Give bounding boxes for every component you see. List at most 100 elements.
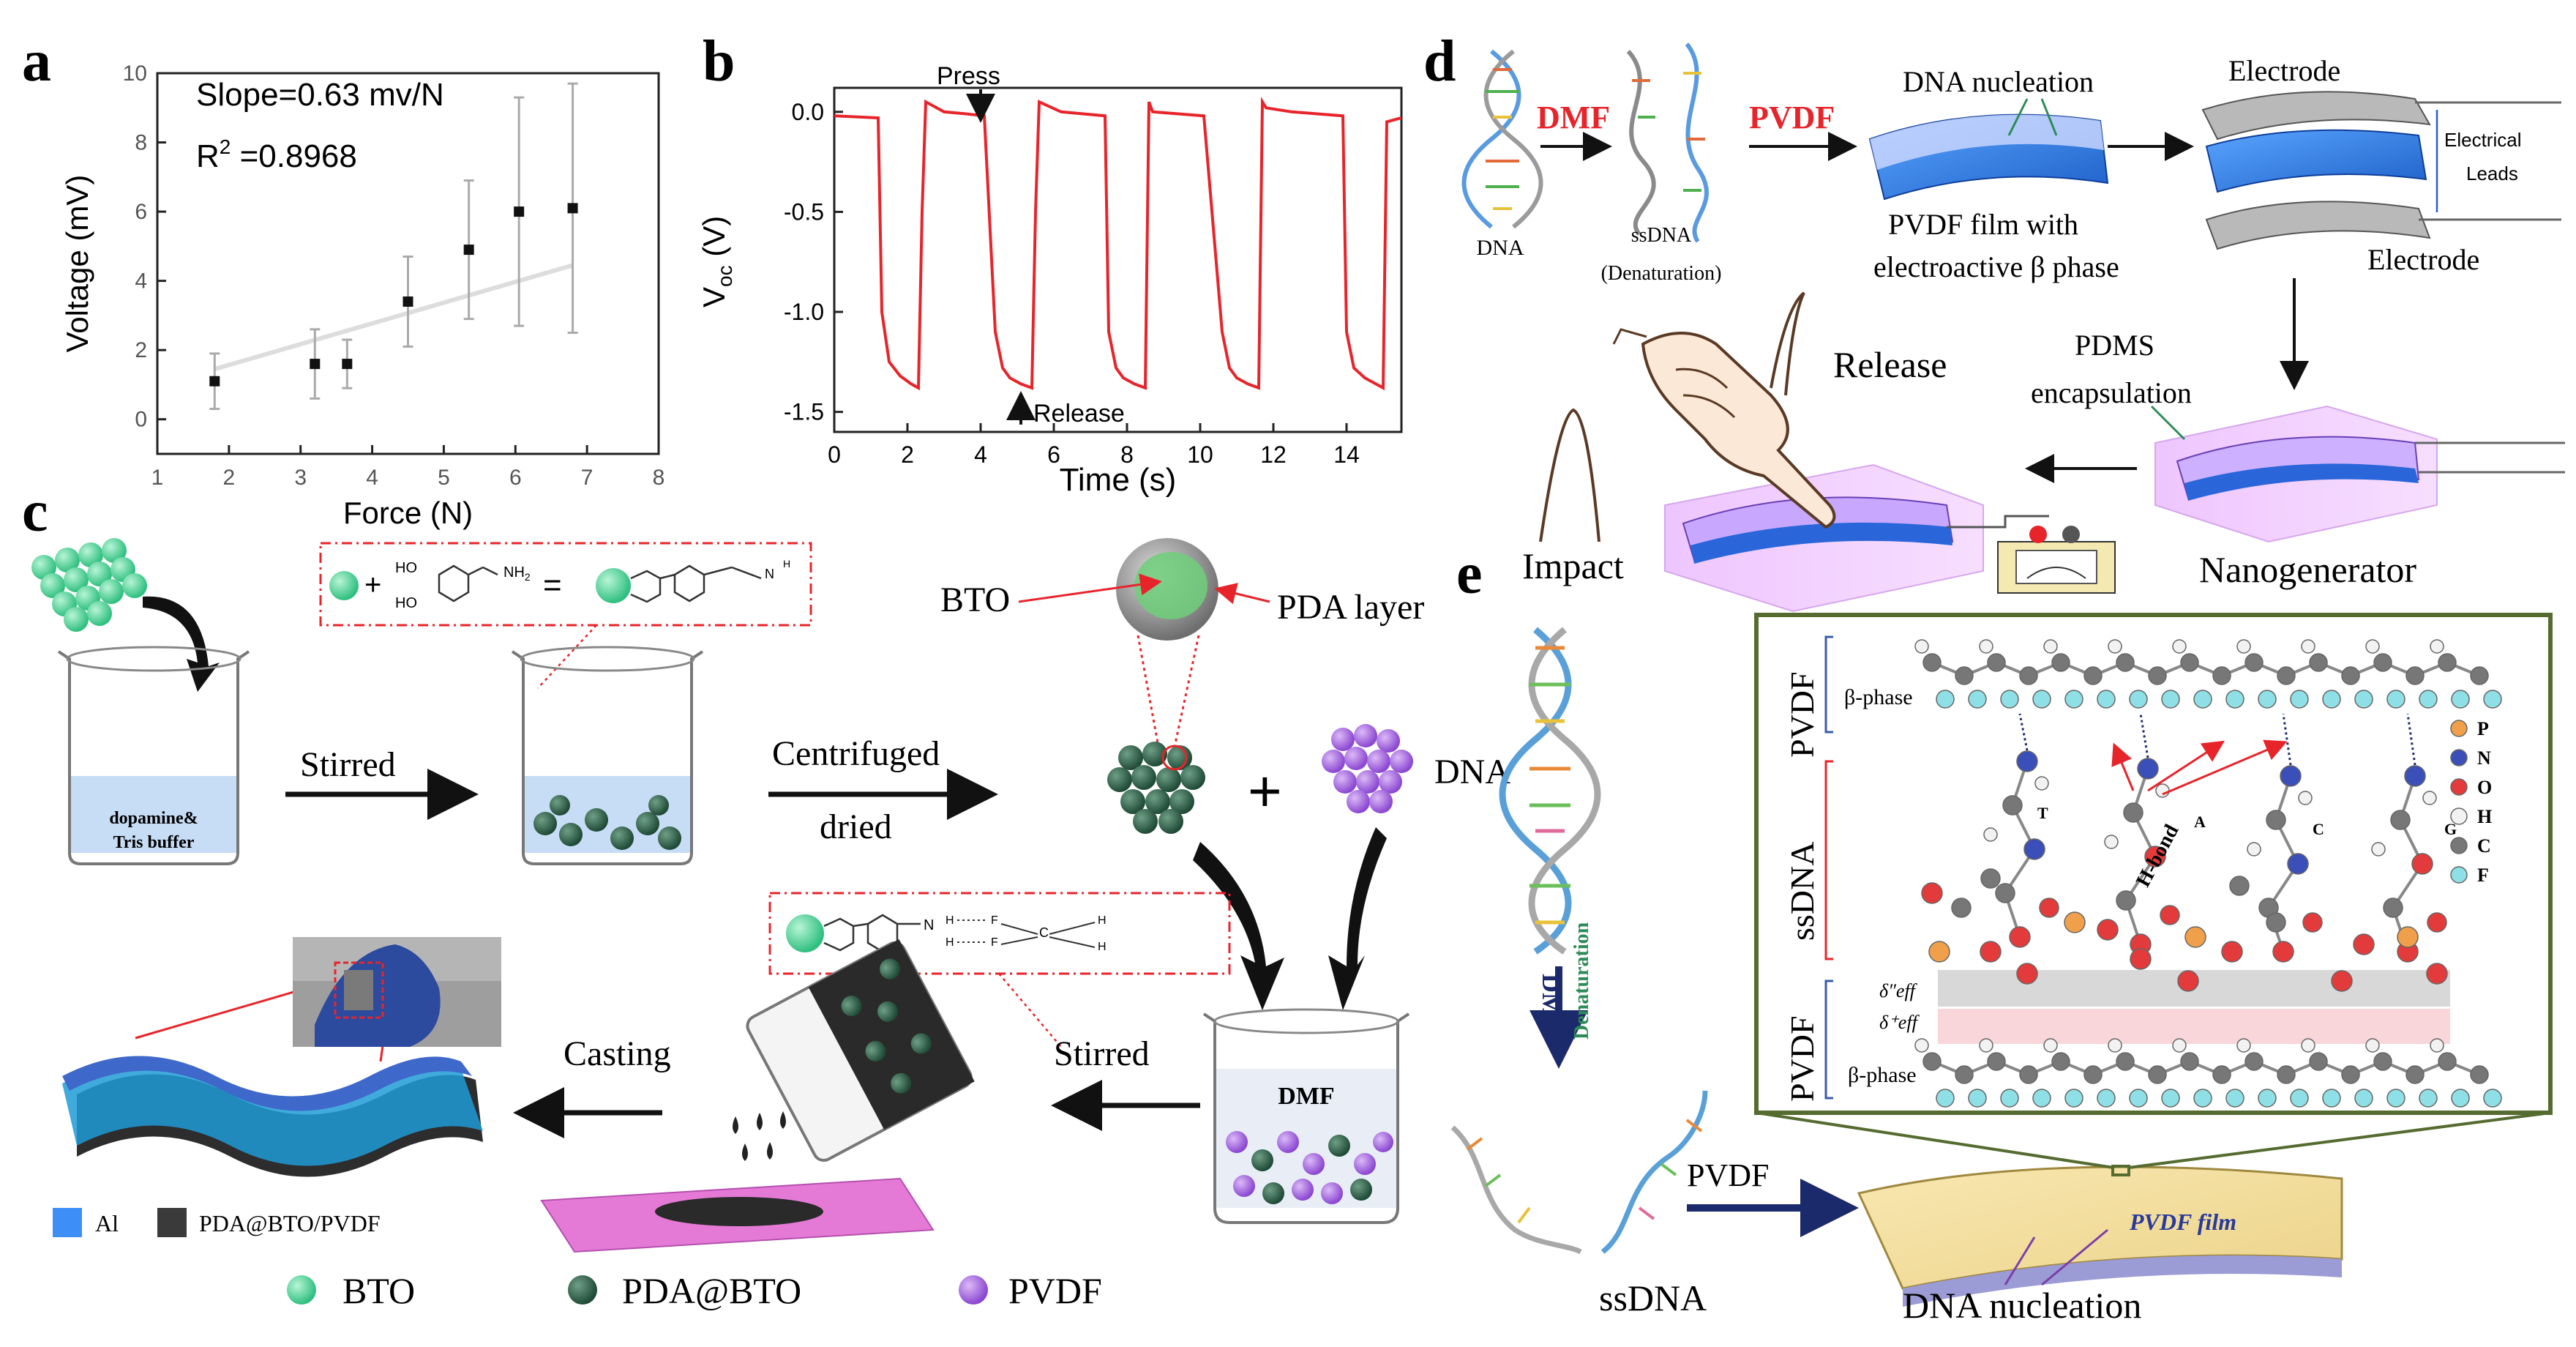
delta-bottom: δ⁺eff [1879,1012,1920,1033]
svg-text:H: H [1098,914,1107,927]
atom [2322,1089,2341,1108]
atom [2309,653,2328,672]
beaker1-label-line1: dopamine& [109,809,198,828]
atom [1955,666,1974,685]
atom [2470,1065,2489,1084]
dopamine-reaction-box [319,542,812,627]
atom [1914,639,1929,654]
atom [2272,941,2294,963]
legend-bto-icon [287,1275,316,1305]
atom [2129,690,2148,709]
atom [2108,1038,2122,1053]
atom [2225,1089,2244,1108]
hbond-dotted [2018,713,2029,751]
atom [2032,690,2051,709]
ssdna-label-d: ssDNA [1631,224,1692,247]
press-label: Press [937,62,1000,90]
inset-beta-bottom: β-phase [1848,1063,1917,1087]
atom [2277,1065,2296,1084]
atom [2160,905,2180,925]
pvdf-label-e: PVDF [1687,1157,1770,1193]
svg-text:H: H [946,914,954,927]
x-tick-label-b: 0 [828,441,841,468]
atom [1914,1038,1929,1053]
release-label: Release [1033,400,1125,428]
dotted-leader [537,624,597,689]
atom [2419,690,2438,709]
atom [1987,1052,2006,1071]
svg-text:=: = [543,567,562,603]
inset-pvdf-top: PVDF [1783,671,1821,758]
atom [2397,926,2419,948]
atom [2116,890,2136,911]
hbond-dotted [2282,713,2292,766]
atom [2039,898,2059,918]
dna-double-helix [1461,49,1543,229]
x-tick-label-a: 1 [151,466,164,490]
atom [2016,963,2038,985]
atom [2193,690,2212,709]
y-tick-label-b: -1.0 [784,299,824,325]
svg-text:N: N [765,567,774,581]
atom [2155,783,2170,798]
atom [2483,690,2502,709]
atom [2430,639,2444,654]
data-point [463,245,474,255]
data-point [514,206,525,217]
svg-text:H: H [946,936,954,949]
hbond-dotted [2139,713,2149,758]
legend-al-swatch [53,1208,82,1237]
atom [2123,802,2143,823]
atom [2341,1065,2360,1084]
electrical-leads-line2: Leads [2466,163,2518,184]
al-electrode-layer [62,1063,483,1166]
film-caption-line2: electroactive β phase [1873,250,2119,283]
atom [2301,1038,2315,1053]
svg-text:H: H [783,558,790,570]
atom-legend-dot [2450,720,2468,737]
pda-bto-cluster [1107,742,1205,834]
atom-legend-label: F [2477,865,2489,886]
atom-legend-label: O [2477,777,2492,798]
svg-text:NH2: NH2 [503,564,531,583]
atom [2390,810,2411,830]
fit-line [214,263,574,372]
atom [1968,690,1987,709]
film-caption-line1: PVDF film with [1888,208,2078,241]
atom [2032,1089,2051,1108]
dmf-beaker-label: DMF [1278,1083,1334,1110]
y-tick-label-b: 0.0 [792,99,824,125]
atom [2083,666,2103,685]
data-point [342,359,353,370]
atom [2130,948,2152,970]
atom [2422,791,2437,805]
release-label-d: Release [1833,344,1947,385]
x-tick-label-b: 14 [1333,441,1360,468]
atom [2177,970,2199,992]
atom [2097,1089,2116,1108]
atom [2365,639,2380,654]
atom [2000,1089,2019,1108]
atom [2097,690,2116,709]
panel-letter-b: b [703,29,735,94]
y-tick-label-b: -1.5 [784,399,824,425]
atom [2386,690,2405,709]
panel-letter-a: a [22,29,51,94]
atom [2043,1038,2058,1053]
atom [2365,1038,2380,1053]
droplets [733,1111,786,1161]
base-t: T [2037,804,2048,822]
interface-band-pink [1938,1009,2450,1044]
legend-al-label: Al [95,1210,119,1236]
legend-composite-swatch [157,1208,187,1237]
svg-text:H: H [1098,941,1107,953]
panel-c: c + HO HO NH2 = N H [22,480,1510,1311]
atom [2298,791,2313,805]
delta-top: δ″eff [1879,980,1918,1001]
dna-label-c: DNA [1434,753,1510,791]
beaker-dmf [1202,1008,1410,1224]
atom [2180,653,2199,672]
atom [2148,666,2167,685]
atom [1995,883,2015,903]
